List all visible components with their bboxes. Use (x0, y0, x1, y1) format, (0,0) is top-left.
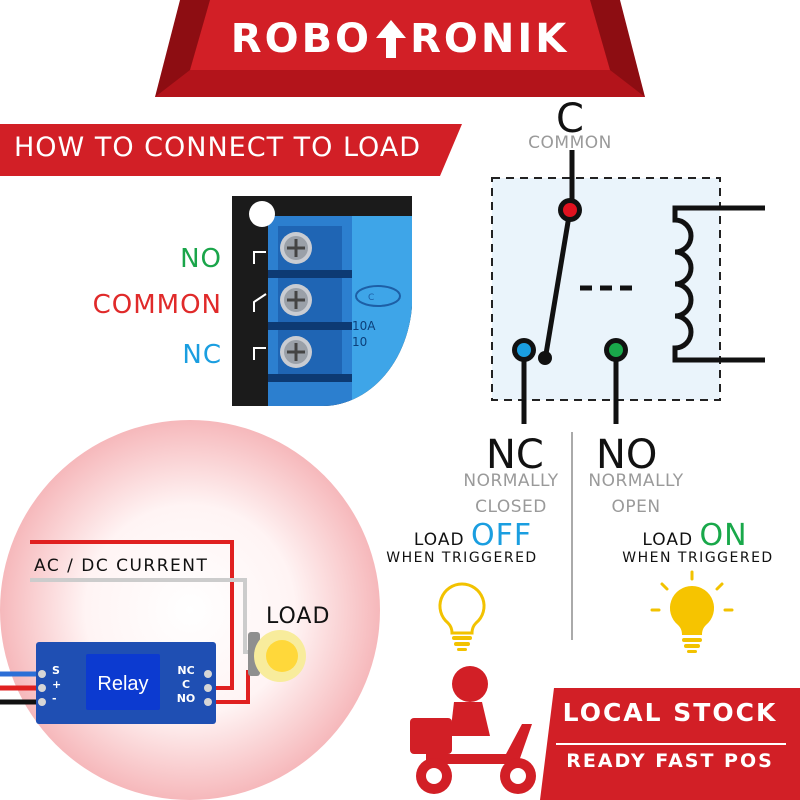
stock-banner (540, 688, 800, 800)
brand-logo: ROBO RONIK (0, 14, 800, 62)
terminal-block-illustration: C 10A 10 (232, 196, 412, 406)
load-off-prefix: LOAD (413, 530, 465, 550)
relay-schematic (491, 150, 765, 424)
pin-nc: NC (177, 664, 195, 677)
delivery-scooter-icon (410, 666, 536, 794)
bulb-off-icon (438, 582, 486, 651)
load-on-prefix: LOAD (642, 530, 694, 550)
load-off-caption: WHEN TRIGGERED (386, 550, 538, 566)
current-label: AC / DC CURRENT (34, 556, 209, 576)
load-off-state: OFF (470, 518, 533, 553)
load-on-caption: WHEN TRIGGERED (622, 550, 774, 566)
nc-letter: NC (486, 432, 544, 478)
pin-minus: - (52, 692, 57, 705)
terminal-logo: C (368, 293, 374, 303)
bulb-on-icon (650, 570, 734, 653)
schematic-divider (571, 432, 573, 640)
no-line2: OPEN (611, 497, 661, 517)
arrow-up-icon (376, 20, 407, 58)
pin-no: NO (176, 692, 196, 705)
nc-line2: CLOSED (475, 497, 547, 517)
terminal-rating-1: 10A (352, 319, 376, 333)
pin-c: C (181, 678, 191, 691)
howto-title: HOW TO CONNECT TO LOAD (14, 132, 422, 163)
wiring-diagram (0, 420, 380, 800)
common-letter: C (556, 96, 584, 142)
pin-s: S (52, 664, 60, 677)
load-off-line: LOAD OFF (378, 518, 568, 553)
terminal-label-nc: NC (182, 340, 222, 370)
nc-line1: NORMALLY (463, 471, 559, 491)
terminal-rating-2: 10 (352, 335, 367, 349)
load-label: LOAD (266, 604, 331, 629)
no-letter: NO (596, 432, 658, 478)
pin-plus: + (52, 678, 62, 691)
howto-banner (0, 124, 462, 176)
relay-pins-left: S + - (52, 664, 61, 706)
terminal-label-common: COMMON (92, 290, 222, 320)
no-line1: NORMALLY (588, 471, 684, 491)
relay-label: Relay (97, 673, 149, 695)
stock-line1: LOCAL STOCK (562, 698, 778, 727)
common-word: COMMON (528, 133, 612, 153)
load-on-state: ON (699, 518, 748, 553)
load-on-line: LOAD ON (600, 518, 790, 553)
brand-logo-left: ROBO (230, 16, 373, 62)
terminal-label-no: NO (180, 244, 222, 274)
relay-pins-right: NC C NO (172, 664, 200, 706)
brand-logo-right: RONIK (410, 16, 570, 62)
stock-line2: READY FAST POS (566, 750, 774, 772)
